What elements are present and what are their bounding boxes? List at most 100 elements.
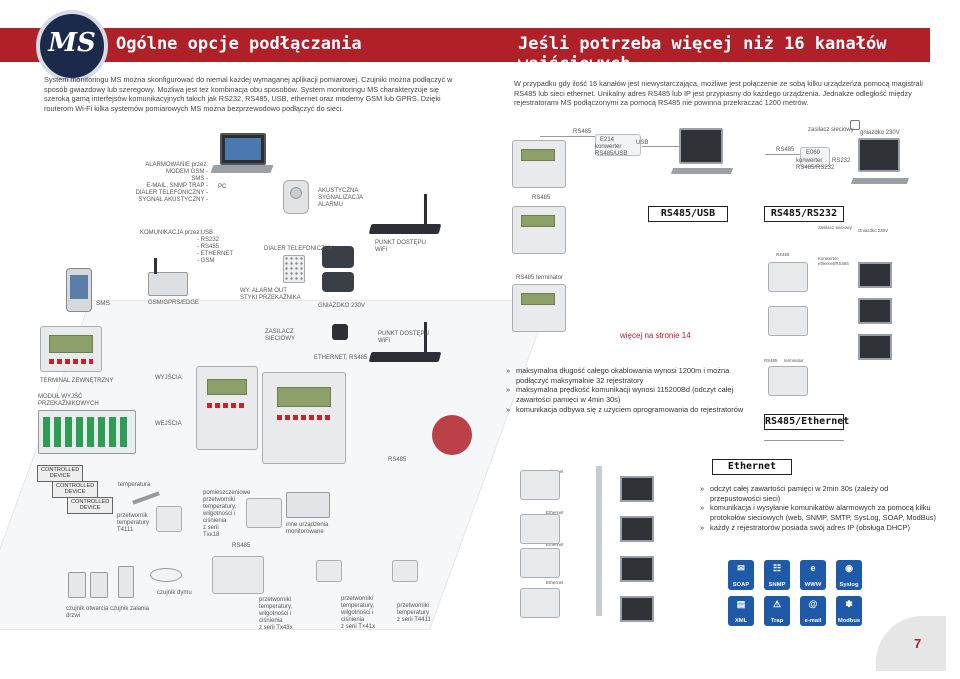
rs485-side-label: RS485 bbox=[532, 195, 551, 201]
rs485-bullets: maksymalna długość całego okablowania wy… bbox=[506, 366, 751, 414]
intro-paragraph-right: W przypadku gdy ilość 16 kanałów jest ni… bbox=[514, 79, 923, 108]
sms-label: SMS bbox=[96, 300, 110, 307]
rs485-logger-1 bbox=[512, 140, 566, 188]
terminator-label: terminator bbox=[536, 275, 564, 281]
protocol-glyph: ▤ bbox=[736, 599, 746, 609]
rs485-e-label: RS485 bbox=[776, 252, 790, 257]
router-antenna-2 bbox=[424, 322, 427, 354]
other-devices-label: inne urządzenia monitorowane bbox=[286, 522, 329, 536]
rs485-top-label: RS485 bbox=[573, 129, 592, 135]
protocol-snmp-icon: ☷ SNMP bbox=[764, 560, 790, 590]
protocol-label: e-mail bbox=[804, 618, 822, 624]
phone-icon-2 bbox=[322, 272, 354, 292]
pc-monitor-3 bbox=[858, 262, 892, 288]
eth-pc-4 bbox=[620, 596, 654, 622]
protocol-glyph: ☷ bbox=[772, 563, 782, 573]
protocol-glyph: ⚠ bbox=[772, 599, 782, 609]
protocol-e-mail-icon: @ e-mail bbox=[800, 596, 826, 626]
monitored-device-icon bbox=[286, 492, 330, 518]
eth-logger-3 bbox=[768, 366, 808, 396]
door-sensor-icon-2 bbox=[90, 572, 108, 598]
smoke-sensor-label: czujnik dymu bbox=[157, 590, 192, 596]
smoke-detector-icon bbox=[150, 568, 182, 582]
more-link[interactable]: więcej na stronie 14 bbox=[620, 331, 691, 340]
eth-net-logger-3 bbox=[520, 548, 560, 578]
socket-icon bbox=[850, 120, 860, 130]
protocol-glyph: ✉ bbox=[737, 563, 745, 573]
usb-converter-label: konwerter RS485/USB bbox=[595, 144, 628, 158]
external-terminal-icon bbox=[40, 326, 102, 372]
outputs-label: WYJŚCIA bbox=[155, 375, 182, 381]
txx18-icon bbox=[246, 498, 282, 528]
protocol-glyph: ✽ bbox=[845, 599, 853, 609]
pc-monitor-4 bbox=[858, 298, 892, 324]
rs485-usb-box: RS485/USB bbox=[648, 206, 728, 222]
pc-monitor-1 bbox=[679, 128, 723, 164]
inputs-label: WEJŚCIA bbox=[155, 421, 182, 427]
protocol-glyph: ◉ bbox=[845, 563, 853, 573]
protocol-soap-icon: ✉ SOAP bbox=[728, 560, 754, 590]
psu-icon bbox=[332, 324, 348, 340]
socket-label: GNIAZDKO 230V bbox=[318, 303, 366, 309]
ethernet-bullets: odczyt całej zawartości pamięci w 2min 3… bbox=[700, 484, 940, 532]
rs485-bullet-2: maksymalna prędkość komunikacji wynosi 1… bbox=[506, 385, 751, 404]
tx41x-icon bbox=[316, 560, 342, 582]
rs232-label: RS232 bbox=[832, 158, 851, 164]
rs485-logger-2 bbox=[512, 206, 566, 254]
ap2-label: PUNKT DOSTĘPU WiFi bbox=[378, 331, 429, 345]
eth-label-3: Ethernet bbox=[546, 542, 564, 547]
gsm-label: GSM/GPRS/EDGE bbox=[148, 300, 200, 306]
page-number-tab: 7 bbox=[876, 616, 946, 671]
protocol-syslog-icon: ◉ Syslog bbox=[836, 560, 862, 590]
phone-icon bbox=[322, 246, 354, 268]
datalogger-1 bbox=[196, 366, 258, 450]
protocol-trap-icon: ⚠Trap bbox=[764, 596, 790, 626]
e214-converter: E214 bbox=[595, 134, 641, 156]
controlled-device-1: CONTROLLED DEVICE bbox=[37, 465, 83, 482]
eth-pc-1 bbox=[620, 476, 654, 502]
gsm-antenna bbox=[154, 258, 157, 274]
rs485-bullet-1: maksymalna długość całego okablowania wy… bbox=[506, 366, 751, 385]
protocol-label: Syslog bbox=[839, 582, 859, 588]
eth-bullet-1: odczyt całej zawartości pamięci w 2min 3… bbox=[700, 484, 940, 503]
datalogger-2 bbox=[262, 372, 346, 464]
intro-paragraph-left: System monitoringu MS można skonfigurowa… bbox=[44, 75, 453, 113]
protocol-label: Modbus bbox=[837, 618, 861, 624]
protocol-label: SNMP bbox=[768, 582, 786, 588]
header-banner: Ogólne opcje podłączania Jeśli potrzeba … bbox=[0, 28, 930, 74]
router-icon-2 bbox=[368, 352, 442, 362]
protocol-xml-icon: ▤XML bbox=[728, 596, 754, 626]
rs485-ethernet-box: RS485/Ethernet bbox=[764, 414, 849, 430]
logo-text: MS bbox=[48, 28, 96, 58]
eth-rs485-label: ETHERNET, RS485 bbox=[314, 355, 368, 361]
flood-sensor-icon bbox=[118, 566, 134, 598]
pc-label: PC bbox=[218, 184, 227, 190]
protocol-label: SOAP bbox=[732, 582, 750, 588]
socket-label-right: gniazdko 230V bbox=[860, 130, 900, 136]
pc-keyboard-2 bbox=[850, 178, 910, 184]
laptop-base bbox=[210, 165, 274, 173]
dialer-icon bbox=[283, 255, 305, 283]
eth-wire-line bbox=[764, 440, 844, 441]
acoustic-label: AKUSTYCZNA SYGNALIZACJA ALARMU bbox=[318, 188, 364, 209]
rs485-wire-top bbox=[540, 136, 616, 137]
eth-logger-1 bbox=[768, 262, 808, 292]
txx18-label: pomieszczeniowe przetworniki temperatury… bbox=[203, 490, 251, 539]
eth-net-logger-2 bbox=[520, 514, 560, 544]
rs485-label: RS485 bbox=[388, 457, 407, 463]
protocol-glyph: @ bbox=[808, 599, 818, 609]
mains2-label: Zasilacz sieciowy bbox=[818, 225, 852, 230]
temperature-label: temperatura bbox=[118, 482, 151, 488]
laptop-icon bbox=[220, 133, 266, 165]
socket2-label: Gniazdko 230V bbox=[858, 228, 889, 233]
t4111-icon bbox=[156, 506, 182, 532]
title-right: Jeśli potrzeba więcej niż 16 kanałów wej… bbox=[518, 34, 887, 74]
rs485-f-label: RS485 bbox=[764, 358, 778, 363]
eth-bullet-2: komunikacja i wysyłanie komunikatów alar… bbox=[700, 503, 940, 522]
door-sensor-label: czujnik otwarcia drzwi bbox=[66, 606, 109, 620]
eth-bullet-3: każdy z rejestratorów posiada swój adres… bbox=[700, 523, 940, 533]
controlled-device-2: CONTROLLED DEVICE bbox=[52, 481, 98, 498]
pc-monitor-5 bbox=[858, 334, 892, 360]
ap1-label: PUNKT DOSTĘPU WiFi bbox=[375, 240, 426, 254]
